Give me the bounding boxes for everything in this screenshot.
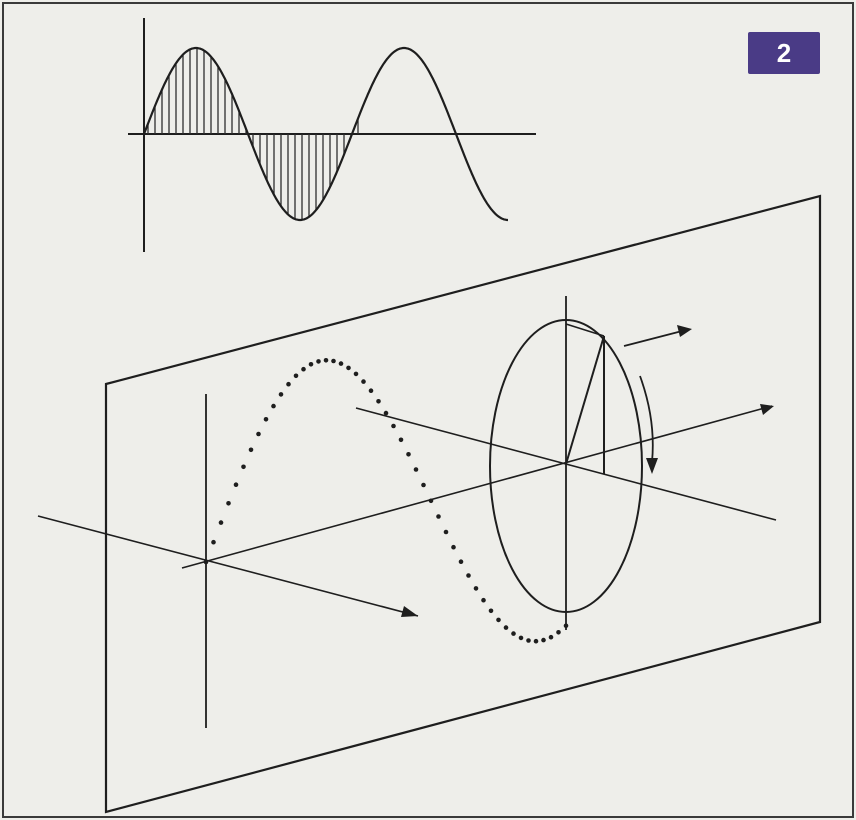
rotation-arrowhead (646, 458, 658, 474)
phasor-ellipse (489, 319, 643, 613)
trace-dot (293, 373, 299, 379)
trace-dot (458, 559, 464, 564)
trace-dot (226, 501, 231, 506)
hatched-area (147, 48, 359, 220)
motion-arrowhead (677, 325, 692, 337)
trace-dot (278, 392, 284, 397)
trace-dot (346, 365, 351, 371)
trace-dot (413, 467, 419, 472)
sine-curve (142, 46, 508, 222)
trace-dot (256, 431, 261, 437)
trace-dot (398, 437, 404, 443)
trace-dot (368, 388, 374, 394)
phasor-top-line (565, 323, 605, 337)
trace-dot (203, 559, 209, 565)
left-depth-axis-arrowhead (401, 606, 418, 617)
trace-dot (443, 529, 449, 535)
trace-dot (323, 358, 329, 363)
trace-dot (496, 617, 501, 623)
trace-dot (233, 482, 239, 488)
trace-dot (218, 520, 224, 525)
trace-dot (406, 452, 411, 457)
trace-dot (421, 482, 426, 488)
left-depth-axis (37, 515, 419, 617)
trace-dot (466, 573, 471, 578)
figure-number-badge: 2 (748, 32, 820, 74)
trace-dot (451, 544, 456, 550)
trace-dot (511, 631, 516, 636)
trace-dot (473, 586, 479, 591)
perspective-plane-panel (37, 194, 822, 814)
trace-dot (563, 623, 569, 628)
trace-dot (541, 637, 546, 643)
trace-dot (353, 371, 359, 377)
trace-dot (526, 638, 531, 643)
trace-dot (481, 597, 486, 603)
trace-dot (556, 630, 561, 635)
trace-dot (503, 625, 509, 630)
trace-dot (241, 464, 246, 470)
perspective-plane (104, 194, 822, 814)
trace-dot (518, 635, 524, 641)
traced-sine-dots (203, 358, 569, 644)
trace-dot (488, 608, 494, 614)
trace-dot (391, 423, 396, 429)
trace-dot (263, 417, 269, 422)
phasor-vector (565, 335, 605, 465)
trace-dot (286, 381, 291, 387)
trace-dot (308, 362, 314, 367)
trace-dot (428, 498, 434, 504)
trace-dot (338, 361, 344, 366)
rotation-arrow (639, 375, 654, 463)
trace-dot (301, 366, 306, 372)
trace-dot (383, 410, 389, 416)
trace-dot (211, 539, 216, 545)
trace-dot (436, 514, 441, 519)
trace-dot (376, 399, 381, 404)
trace-dot (331, 358, 336, 364)
propagation-axis (181, 405, 773, 569)
trace-dot (533, 638, 539, 644)
sine-wave-panel (128, 18, 536, 252)
propagation-axis-arrowhead (760, 404, 774, 415)
trace-dot (271, 403, 276, 409)
trace-dot (316, 359, 321, 364)
trace-dot (248, 447, 254, 453)
motion-arrow (623, 329, 687, 347)
trace-dot (548, 634, 554, 640)
trace-dot (361, 379, 366, 384)
